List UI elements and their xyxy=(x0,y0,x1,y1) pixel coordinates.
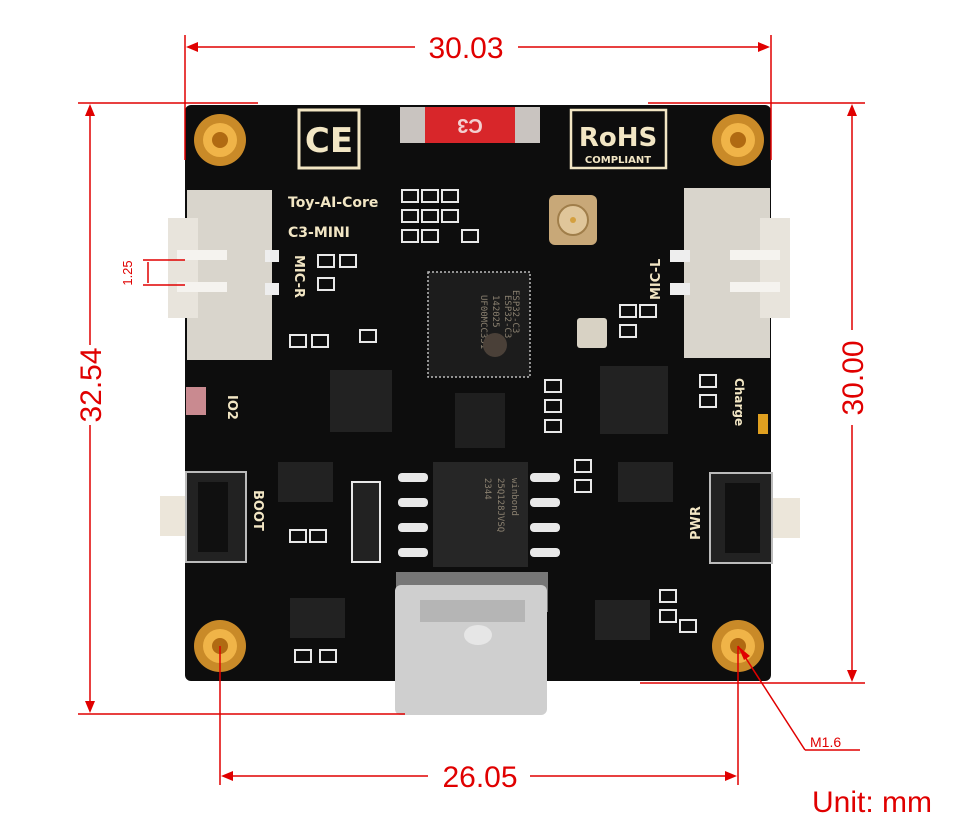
rohs-logo: RoHS COMPLIANT xyxy=(569,108,668,170)
red-label-component: C3 xyxy=(400,107,540,143)
mic-r-connector xyxy=(168,190,279,360)
charger-chip xyxy=(600,366,668,434)
esp32-c3-chip: ESP32-C3 ESP32-C3 142025 UF00MCC351 xyxy=(427,271,531,378)
crystal xyxy=(577,318,607,348)
svg-text:2344: 2344 xyxy=(482,478,492,500)
smd-component-pads xyxy=(289,189,717,663)
hole-size-label: M1.6 xyxy=(810,734,841,750)
mic-l-label: MIC-L xyxy=(649,259,664,300)
svg-text:winbond: winbond xyxy=(509,478,519,516)
io2-label: IO2 xyxy=(224,395,239,420)
ce-logo: CE xyxy=(297,108,361,170)
charge-led xyxy=(758,414,768,434)
dimension-top-width: 30.03 xyxy=(428,32,503,65)
svg-text:25Q128JVSQ: 25Q128JVSQ xyxy=(495,478,505,532)
svg-text:ESP32-C3: ESP32-C3 xyxy=(510,290,520,333)
svg-text:C3: C3 xyxy=(457,114,483,136)
sot-transistor xyxy=(278,462,333,502)
dimension-hole-spacing: 26.05 xyxy=(442,761,517,794)
sot-transistor xyxy=(595,600,650,640)
rgb-led xyxy=(186,387,206,415)
winbond-flash-chip: winbond 25Q128JVSQ 2344 xyxy=(398,462,560,567)
svg-text:CE: CE xyxy=(305,121,353,161)
svg-text:ESP32-C3: ESP32-C3 xyxy=(502,295,512,338)
charge-label: Charge xyxy=(732,378,746,426)
unit-label: Unit: mm xyxy=(812,786,932,819)
svg-text:RoHS: RoHS xyxy=(579,123,657,153)
codec-chip xyxy=(330,370,392,432)
dimension-lines xyxy=(78,35,865,785)
sot-transistor xyxy=(618,462,673,502)
svg-text:142025: 142025 xyxy=(490,295,500,328)
mounting-hole-top-right xyxy=(712,114,764,166)
usb-c-connector xyxy=(395,572,548,715)
dimension-left-height: 32.54 xyxy=(75,347,108,422)
mic-r-label: MIC-R xyxy=(291,255,306,298)
pwr-switch[interactable] xyxy=(709,472,800,564)
diode xyxy=(351,481,381,563)
dimension-right-height: 30.00 xyxy=(837,340,870,415)
svg-text:COMPLIANT: COMPLIANT xyxy=(585,155,651,166)
sop-chip xyxy=(455,393,505,448)
dimension-arrowheads xyxy=(85,42,857,781)
board-name-line1: Toy-AI-Core xyxy=(288,195,378,211)
boot-button[interactable] xyxy=(160,471,247,563)
board-name-line2: C3-MINI xyxy=(288,225,350,241)
mounting-hole-top-left xyxy=(194,114,246,166)
boot-label: BOOT xyxy=(250,490,265,531)
svg-text:UF00MCC351: UF00MCC351 xyxy=(478,295,488,349)
sot-transistor xyxy=(290,598,345,638)
mic-l-connector xyxy=(670,188,790,358)
pwr-label: PWR xyxy=(689,506,704,540)
dimension-connector-pitch: 1.25 xyxy=(120,260,135,285)
antenna-connector xyxy=(549,195,597,245)
